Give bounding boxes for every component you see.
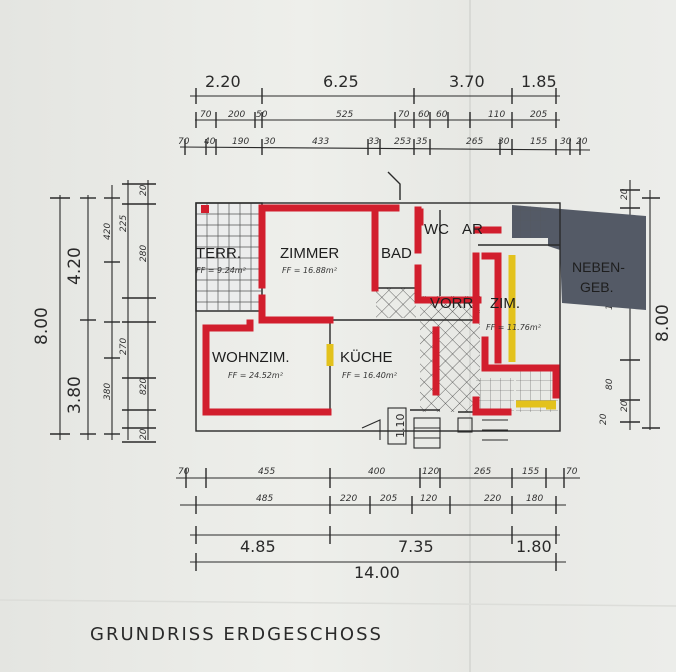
svg-text:120: 120 (422, 467, 439, 477)
svg-text:20: 20 (139, 428, 149, 440)
svg-text:60: 60 (418, 110, 430, 120)
svg-text:485: 485 (256, 494, 273, 504)
entrance-arrow (387, 171, 401, 200)
bottom-dimension-chains (176, 468, 580, 571)
svg-text:30: 30 (498, 137, 510, 147)
bottom-dim-2: 7.35 (398, 537, 434, 556)
svg-text:433: 433 (312, 137, 329, 147)
svg-text:20: 20 (620, 400, 630, 412)
left-dimension-chains (50, 180, 156, 443)
room-bad: BAD (381, 245, 412, 262)
svg-text:30: 30 (264, 137, 276, 147)
room-nebengebaeude-line1: NEBEN- (572, 259, 625, 275)
svg-text:180: 180 (526, 494, 543, 504)
svg-text:60: 60 (436, 110, 448, 120)
svg-text:155: 155 (522, 467, 539, 477)
svg-text:155: 155 (530, 137, 547, 147)
svg-text:270: 270 (119, 338, 129, 355)
red-walls (202, 204, 560, 416)
right-dim-total: 8.00 (653, 304, 673, 342)
svg-text:205: 205 (530, 110, 547, 120)
terrace-post (201, 205, 209, 213)
top-handwritten-dims-row1: 70 200 50 525 70 60 60 110 205 (200, 110, 547, 120)
svg-text:110: 110 (488, 110, 505, 120)
svg-text:20: 20 (620, 188, 630, 200)
svg-text:70: 70 (178, 137, 190, 147)
svg-text:820: 820 (139, 378, 149, 395)
svg-text:190: 190 (232, 137, 249, 147)
top-dim-2: 6.25 (323, 72, 359, 91)
svg-text:525: 525 (336, 110, 353, 120)
svg-text:253: 253 (394, 137, 411, 147)
room-ar: AR (462, 221, 483, 238)
svg-text:20: 20 (576, 137, 588, 147)
annex-building (512, 205, 646, 310)
left-dim-total: 8.00 (32, 307, 52, 345)
svg-text:205: 205 (380, 494, 397, 504)
svg-text:280: 280 (139, 245, 149, 262)
svg-text:120: 120 (420, 494, 437, 504)
svg-text:70: 70 (398, 110, 410, 120)
top-dim-4: 1.85 (521, 72, 557, 91)
svg-text:70: 70 (566, 467, 578, 477)
top-dimension-chains (179, 88, 591, 155)
room-vorraum: VORR (430, 295, 474, 312)
room-zimmer: ZIMMER (280, 245, 339, 262)
room-zim-area: FF = 11.76m² (486, 323, 542, 332)
room-nebengebaeude-line2: GEB. (580, 279, 613, 295)
stair-width-label: 1.10 (394, 414, 407, 439)
svg-text:20: 20 (139, 184, 149, 196)
top-dim-3: 3.70 (449, 72, 485, 91)
bottom-dim-3: 1.80 (516, 537, 552, 556)
room-terrace-area: FF = 9.24m² (196, 266, 247, 275)
svg-text:70: 70 (200, 110, 212, 120)
top-handwritten-dims-row2: 70 40 190 30 433 33 253 35 265 30 155 30… (178, 137, 588, 147)
top-dim-1: 2.20 (205, 72, 241, 91)
left-dim-upper: 4.20 (65, 247, 85, 285)
svg-text:33: 33 (368, 137, 380, 147)
room-terrace: TERR. (196, 245, 241, 262)
room-wohnzimmer-area: FF = 24.52m² (228, 371, 284, 380)
paper-fold (0, 599, 676, 607)
svg-text:420: 420 (103, 223, 113, 240)
room-zimmer-area: FF = 16.88m² (282, 266, 338, 275)
svg-text:400: 400 (368, 467, 385, 477)
bottom-dim-total: 14.00 (354, 563, 400, 582)
left-dim-lower: 3.80 (65, 376, 85, 414)
svg-text:35: 35 (416, 137, 428, 147)
entrance-stair (361, 407, 508, 449)
drawing-title: GRUNDRISS ERDGESCHOSS (90, 624, 383, 645)
bottom-handwritten-dims-row2: 485 220 205 120 220 180 (256, 494, 543, 504)
svg-text:40: 40 (204, 137, 216, 147)
svg-text:220: 220 (340, 494, 357, 504)
svg-text:455: 455 (258, 467, 275, 477)
svg-text:20: 20 (599, 413, 609, 425)
svg-text:380: 380 (103, 383, 113, 400)
room-kueche-area: FF = 16.40m² (342, 371, 398, 380)
thin-walls (195, 202, 561, 432)
svg-text:80: 80 (605, 378, 615, 390)
svg-text:70: 70 (178, 467, 190, 477)
bottom-dim-1: 4.85 (240, 537, 276, 556)
svg-text:265: 265 (474, 467, 491, 477)
svg-text:220: 220 (484, 494, 501, 504)
room-wc: WC (424, 221, 449, 238)
svg-text:50: 50 (256, 110, 268, 120)
bottom-handwritten-dims-row1: 70 455 400 120 265 155 70 (178, 467, 578, 477)
room-zim: ZIM. (490, 295, 520, 312)
svg-text:265: 265 (466, 137, 483, 147)
svg-text:225: 225 (119, 215, 129, 232)
svg-text:200: 200 (228, 110, 245, 120)
room-wohnzimmer: WOHNZIM. (212, 349, 289, 366)
room-kueche: KÜCHE (340, 348, 393, 366)
left-handwritten-dims: 420 380 225 270 280 820 20 20 (103, 184, 149, 440)
svg-text:30: 30 (560, 137, 572, 147)
yellow-walls (326, 255, 556, 410)
